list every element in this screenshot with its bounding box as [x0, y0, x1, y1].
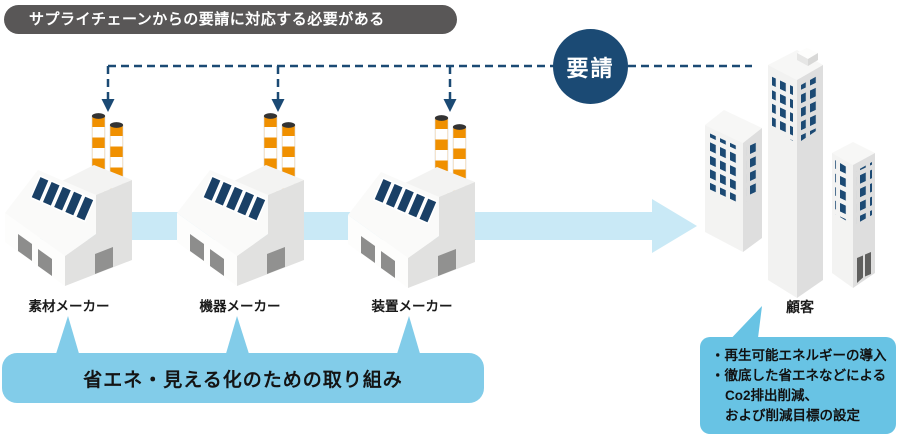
initiative-banner: 省エネ・見える化のための取り組み [2, 353, 484, 403]
customer-buildings-illustration [705, 48, 875, 298]
request-badge-label: 要請 [566, 55, 615, 81]
callout-line-3: Co2排出削減、 [725, 388, 819, 403]
banner-tails [55, 316, 421, 357]
callout-tail [724, 306, 762, 346]
customer-callout: ・再生可能エネルギーの導入 ・徹底した省エネなどによる Co2排出削減、 および… [700, 337, 896, 434]
factory-materials-illustration [4, 112, 133, 287]
factory-device-illustration [347, 114, 476, 289]
callout-line-1: ・再生可能エネルギーの導入 [711, 348, 887, 363]
customer-label: 顧客 [786, 299, 814, 315]
header-banner: サプライチェーンからの要請に対応する必要がある [4, 5, 457, 34]
factory-equipment-illustration [176, 112, 305, 287]
callout-line-4: および削減目標の設定 [725, 408, 860, 423]
request-badge: 要請 [553, 29, 628, 104]
supplier-label-equipment: 機器メーカー [199, 299, 281, 314]
supplier-label-device: 装置メーカー [371, 299, 453, 314]
supplier-label-materials: 素材メーカー [28, 299, 110, 314]
request-dashed-line [106, 64, 752, 100]
callout-line-2: ・徹底した省エネなどによる [711, 368, 887, 383]
initiative-banner-label: 省エネ・見える化のための取り組み [83, 369, 403, 391]
request-arrowheads [101, 99, 457, 112]
